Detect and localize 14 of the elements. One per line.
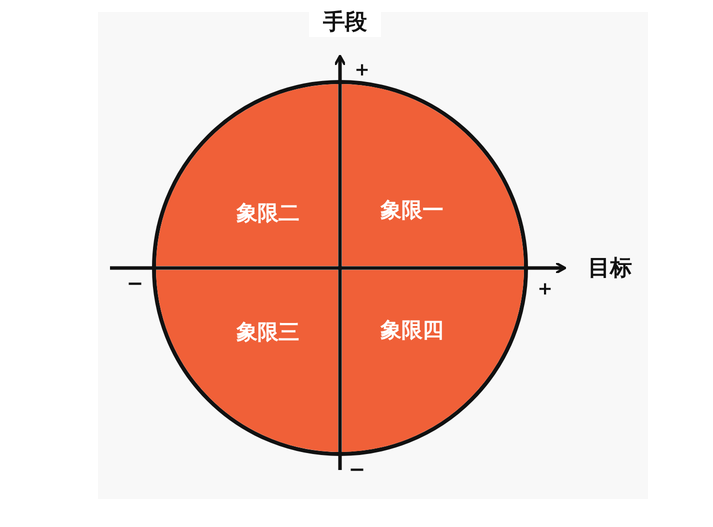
quadrant-sector <box>342 84 524 266</box>
sign: − <box>126 271 144 295</box>
axis-title: 手段 <box>309 7 381 37</box>
sign: + <box>354 60 370 80</box>
quadrant-label: 象限一 <box>380 197 444 224</box>
quadrant-sector <box>156 84 338 266</box>
quadrant-sector <box>342 270 524 452</box>
quadrant-label: 象限三 <box>236 319 300 346</box>
quadrant-sector <box>156 270 338 452</box>
sign: − <box>348 457 366 481</box>
sign: + <box>537 278 553 300</box>
quadrant-label: 象限二 <box>236 200 300 227</box>
axis-title: 目标 <box>588 255 632 283</box>
quadrant-label: 象限四 <box>380 317 444 344</box>
